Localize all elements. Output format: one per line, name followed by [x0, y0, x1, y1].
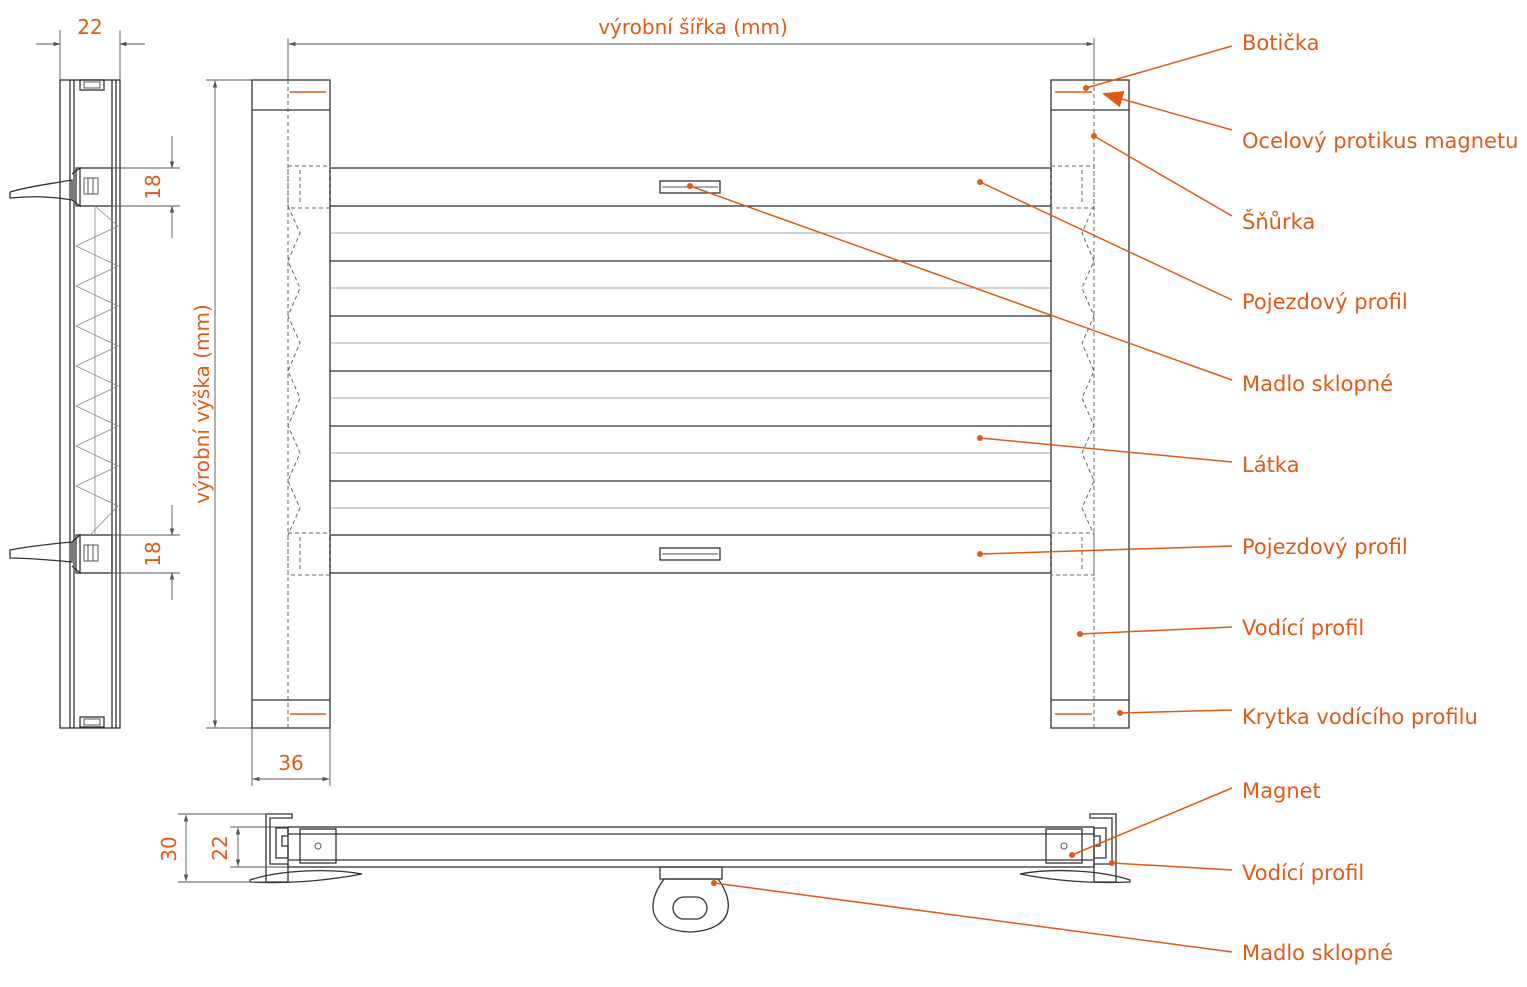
label-handle-section: Madlo sklopné [1242, 941, 1393, 965]
dimension-height: výrobní výška (mm) [190, 79, 252, 729]
label-handle-front: Madlo sklopné [1242, 372, 1393, 396]
dimension-side-depth: 22 [36, 15, 145, 80]
callout-labels: Botička Ocelový protikus magnetu Šňůrka … [1242, 31, 1519, 965]
dimension-side-depth-value: 22 [77, 15, 102, 39]
dimension-height-label: výrobní výška (mm) [190, 304, 214, 503]
label-rail-profile-upper: Pojezdový profil [1242, 290, 1408, 314]
dimension-upper-offset-value: 18 [141, 174, 165, 199]
dimension-upper-offset: 18 [110, 136, 180, 238]
dimension-section-depth: 30 22 [157, 813, 288, 883]
front-view [251, 79, 1130, 729]
label-cord: Šňůrka [1242, 209, 1315, 234]
leader-lines [687, 45, 1233, 953]
label-magnet: Magnet [1242, 779, 1321, 803]
dimension-guide-width-value: 36 [278, 751, 303, 775]
label-guide-profile-section: Vodící profil [1242, 861, 1364, 885]
dimension-lower-offset-value: 18 [141, 541, 165, 566]
label-magnet-counterpart: Ocelový protikus magnetu [1242, 129, 1519, 153]
label-fabric: Látka [1242, 453, 1299, 477]
side-view [9, 79, 121, 729]
section-view [249, 813, 1131, 933]
dimension-width-label: výrobní šířka (mm) [598, 15, 788, 39]
dimension-guide-width: 36 [251, 728, 331, 786]
dimension-lower-offset: 18 [110, 505, 180, 600]
dimension-width: výrobní šířka (mm) [287, 15, 1095, 80]
label-boticka: Botička [1242, 31, 1320, 55]
dimension-inner-depth-value: 22 [208, 835, 232, 860]
label-guide-profile-front: Vodící profil [1242, 616, 1364, 640]
label-rail-profile-lower: Pojezdový profil [1242, 535, 1408, 559]
dimension-total-depth-value: 30 [157, 836, 181, 861]
label-guide-cap: Krytka vodícího profilu [1242, 705, 1478, 729]
